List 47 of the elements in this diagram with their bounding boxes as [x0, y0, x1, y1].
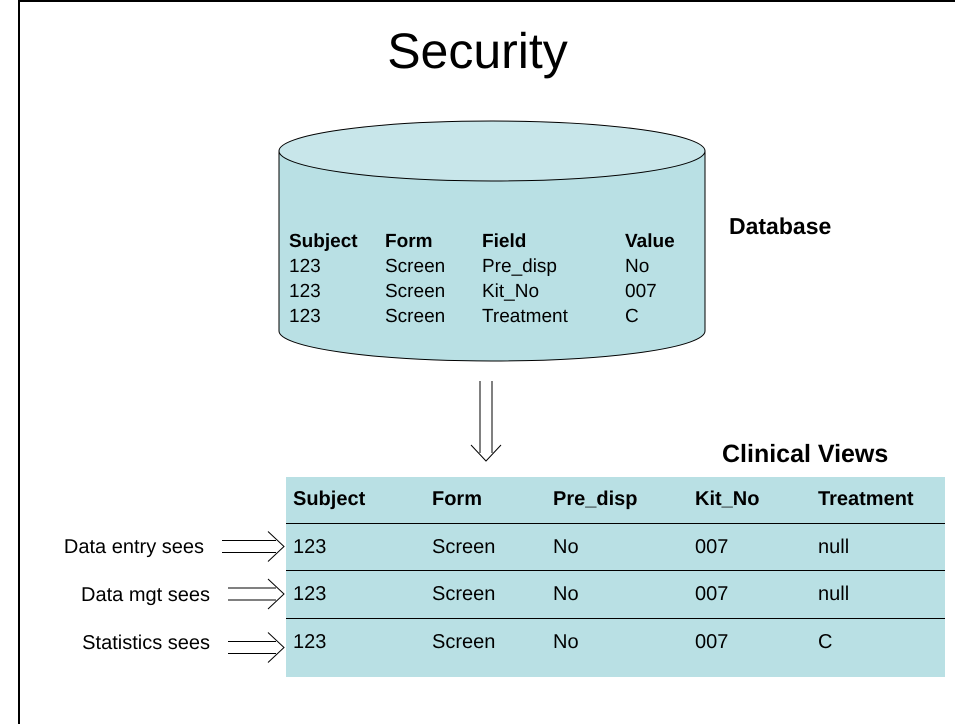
- column-header: Form: [385, 232, 432, 251]
- table-cell: 123: [293, 537, 326, 557]
- node-caption: Database: [729, 212, 832, 241]
- table-cell: No: [553, 584, 579, 604]
- table-cell: Screen: [432, 584, 496, 604]
- table-cell: Screen: [385, 307, 446, 326]
- table-cell: 123: [289, 282, 321, 301]
- table-cell: Screen: [432, 632, 496, 652]
- row-label: Statistics sees: [20, 632, 210, 654]
- table-cell: No: [553, 537, 579, 557]
- table-cell: null: [818, 584, 850, 604]
- double-arrow: [228, 578, 285, 610]
- column-header: Field: [482, 232, 526, 251]
- table-cell: No: [625, 257, 650, 276]
- node-caption: Clinical Views: [722, 440, 888, 469]
- table-cell: 123: [289, 257, 321, 276]
- table-cell: No: [553, 632, 579, 652]
- row-label: Data mgt sees: [20, 584, 210, 606]
- table-cell: Treatment: [482, 307, 568, 326]
- table-cell: null: [818, 537, 850, 557]
- table-cell: 007: [625, 282, 657, 301]
- table-cell: 007: [695, 584, 728, 604]
- table-cell: Screen: [432, 537, 496, 557]
- title: Security: [386, 26, 569, 76]
- table-cell: 007: [695, 537, 728, 557]
- double-arrow: [222, 531, 285, 562]
- column-header: Subject: [293, 489, 366, 509]
- column-header: Subject: [289, 232, 358, 251]
- column-header: Form: [432, 489, 482, 509]
- table-cell: 123: [289, 307, 321, 326]
- table-cell: Screen: [385, 282, 446, 301]
- column-header: Kit_No: [695, 489, 760, 509]
- table-cell: 123: [293, 632, 326, 652]
- row-label: Data entry sees: [18, 536, 204, 558]
- double-arrow: [228, 632, 285, 663]
- column-header: Value: [625, 232, 675, 251]
- column-header: Pre_disp: [553, 489, 638, 509]
- view-table: [286, 477, 945, 677]
- table-cell: 123: [293, 584, 326, 604]
- table-cell: Kit_No: [482, 282, 540, 301]
- column-header: Treatment: [818, 489, 914, 509]
- table-cell: 007: [695, 632, 728, 652]
- double-arrow: [470, 380, 502, 462]
- table-cell: C: [818, 632, 832, 652]
- table-cell: Pre_disp: [482, 257, 557, 276]
- table-cell: C: [625, 307, 639, 326]
- table-cell: Screen: [385, 257, 446, 276]
